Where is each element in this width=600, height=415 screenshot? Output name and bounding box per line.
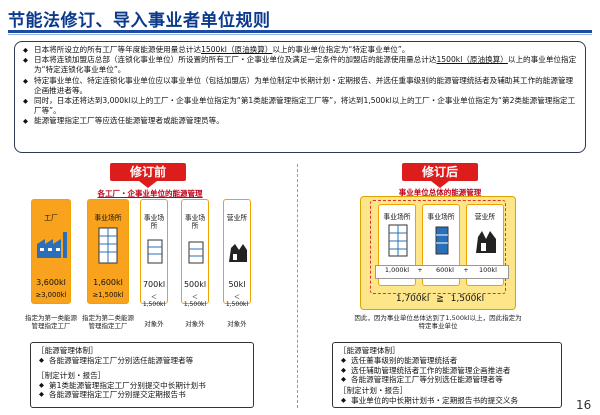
column-label: 工厂: [44, 214, 58, 222]
column-value: 1,000kl: [384, 266, 410, 274]
bullet-underlined: 1500kl（原油换算）: [201, 45, 273, 54]
column-label: 事业场所: [94, 214, 122, 222]
section-heading: ［能源管理体制］: [37, 346, 98, 355]
section-item: 事业单位的中长期计划书・定期报告书的提交义务: [339, 396, 555, 406]
office-column-1: 事业场所 1,600kl ≥1,500kl: [87, 199, 129, 304]
section-item: 第1类能源管理指定工厂分别提交中长期计划书: [37, 381, 247, 391]
before-management-box: ［能源管理体制］ 各能源管理指定工厂分别选任能源管理者等 ［制定计划・报告］ 第…: [30, 342, 254, 408]
after-subheader: 事业单位总体的能源管理: [398, 188, 482, 197]
section-heading: ［制定计划・报告］: [37, 370, 106, 380]
column-note: 指定为第二类能源管理指定工厂: [82, 314, 134, 330]
section-heading: ［能源管理体制］: [339, 346, 400, 355]
column-note: 对象外: [227, 320, 247, 328]
section-item: 选任辅助管理统括者工作的能源管理企画推进者: [339, 366, 555, 376]
summary-bullet: 同时，日本还将达到3,000kl以上的工厂・企事业单位指定为“第1类能源管理指定…: [23, 96, 577, 116]
bullet-text: 日本将所设立的所有工厂等年度能源使用量总计达: [34, 45, 202, 54]
after-note: 因此，因为事业单位总体达到了1,500kl以上，因此指定为特定事业单位: [354, 314, 522, 330]
column-value: 600kl: [436, 266, 454, 274]
summary-bullet: 日本将连锁加盟店总部（连锁化事业单位）所设置的所有工厂・企事业单位及满足一定条件…: [23, 55, 577, 75]
column-label: 事业场所: [427, 213, 455, 221]
header-arrow: [431, 181, 449, 188]
bullet-text: 以上的事业单位指定为“特定连锁化事业单位”。: [34, 55, 577, 75]
before-subheader: 各工厂・企事业单位的能源管理: [97, 189, 203, 198]
column-value: 500kl: [183, 280, 207, 289]
office-building-icon: [98, 227, 118, 264]
column-comparison: ＜1,500kl: [225, 294, 249, 308]
shop-icon: [229, 244, 247, 262]
column-comparison: ≥1,500kl: [92, 291, 124, 299]
plus-sign: +: [417, 266, 423, 274]
column-comparison: ≥3,000kl: [35, 291, 67, 299]
after-revision-header: 修订后: [402, 163, 478, 181]
bullet-text: 日本将连锁加盟店总部（连锁化事业单位）所设置的所有工厂・企事业单位及满足一定条件…: [34, 55, 437, 65]
page-title: 节能法修订、导入事业者单位规则: [8, 11, 271, 31]
before-revision-header: 修订前: [110, 163, 186, 181]
section-item: 各能源管理指定工厂等分别选任能源管理者等: [339, 375, 555, 385]
page-number: 16: [576, 398, 592, 412]
column-label: 营业所: [474, 213, 496, 221]
section-item: 选任董事级别的能源管理统括者: [339, 356, 555, 366]
shop-icon: [476, 231, 496, 253]
section-item: 各能源管理指定工厂分别选任能源管理者等: [37, 356, 247, 366]
plus-sign: +: [463, 266, 469, 274]
summary-bullet: 日本将所设立的所有工厂等年度能源使用量总计达1500kl（原油换算）以上的事业单…: [23, 45, 577, 55]
summary-bullet: 能源管理指定工厂等应选任能源管理者或能源管理员等。: [23, 116, 577, 126]
title-underline-thin: [8, 34, 592, 35]
factory-column: 工厂 3,600kl ≥3,000kl: [31, 199, 71, 304]
threshold-value: 1,500kl: [450, 294, 485, 304]
bullet-underlined: 1500kl（原油换算）: [436, 55, 508, 65]
column-comparison: ＜1,500kl: [183, 294, 207, 308]
ge-sign: ≧: [436, 294, 444, 304]
enterprise-boundary: [370, 200, 506, 294]
bullet-text: 特定事业单位、特定连锁化事业单位应以事业单位（包括加盟店）为单位制定中长期计划・…: [34, 75, 574, 95]
office-column-3: 事业场所 500kl ＜1,500kl: [181, 199, 209, 308]
column-value: 1,600kl: [93, 278, 123, 287]
total-comparison: 1,700kl ≧ 1,500kl: [384, 294, 496, 304]
column-label: 事业场所: [383, 213, 411, 221]
factory-icon: [37, 232, 67, 258]
column-label: 事业场所: [143, 214, 165, 230]
column-value: 700kl: [142, 280, 166, 289]
center-divider: [297, 164, 298, 408]
column-value: 50kl: [228, 280, 246, 289]
bullet-text: 能源管理指定工厂等应选任能源管理者或能源管理员等。: [34, 116, 224, 126]
office-building-icon: [435, 226, 449, 255]
column-label: 营业所: [226, 214, 248, 222]
column-comparison: ＜1,500kl: [142, 294, 166, 308]
column-note: 对象外: [144, 320, 164, 328]
column-value: 100kl: [479, 266, 497, 274]
bullet-text: 以上的事业单位指定为“特定事业单位”。: [272, 45, 410, 54]
value-strip: [375, 265, 509, 279]
column-note: 指定为第一类能源管理指定工厂: [25, 314, 77, 330]
column-note: 对象外: [185, 320, 205, 328]
header-arrow: [139, 181, 157, 188]
section-heading: ［制定计划・报告］: [339, 385, 408, 395]
bullet-text: 同时，日本还将达到3,000kl以上的工厂・企事业单位指定为“第1类能源管理指定…: [34, 96, 576, 116]
office-building-icon: [147, 239, 163, 264]
column-label: 事业场所: [184, 214, 206, 230]
office-building-icon: [388, 224, 408, 257]
summary-bullet: 特定事业单位、特定连锁化事业单位应以事业单位（包括加盟店）为单位制定中长期计划・…: [23, 76, 577, 96]
total-sum: 1,700kl: [395, 294, 430, 304]
sales-office-column: 营业所 50kl ＜1,500kl: [223, 199, 251, 308]
title-underline: [8, 30, 592, 33]
office-building-icon: [188, 241, 204, 264]
section-item: 各能源管理指定工厂分别提交定期报告书: [37, 390, 247, 400]
office-column-2: 事业场所 700kl ＜1,500kl: [140, 199, 168, 308]
summary-box: 日本将所设立的所有工厂等年度能源使用量总计达1500kl（原油换算）以上的事业单…: [14, 41, 586, 153]
column-value: 3,600kl: [36, 278, 66, 287]
after-management-box: ［能源管理体制］ 选任董事级别的能源管理统括者 选任辅助管理统括者工作的能源管理…: [332, 342, 562, 408]
